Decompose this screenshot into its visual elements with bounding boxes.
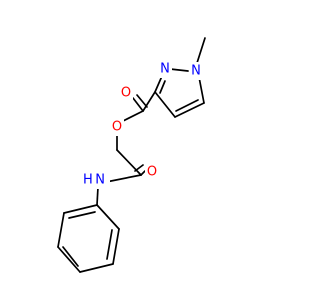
bond-n1-c5 xyxy=(198,76,205,104)
bond-ph-inner-1 xyxy=(106,229,113,260)
molecule-canvas: N N O O O H N xyxy=(57,37,206,273)
bond-ph-inner-3 xyxy=(68,211,96,219)
bond-cester-oester xyxy=(122,110,144,122)
atom-n-amide: H N xyxy=(78,171,110,189)
bond-c3-n2 xyxy=(154,75,163,93)
bond-methyl-n1 xyxy=(196,37,206,64)
bond-n1-n2 xyxy=(169,68,189,72)
bond-camide-o-double-b xyxy=(134,164,144,172)
bond-c4-c3 xyxy=(154,91,176,118)
atom-n-amide-label: H N xyxy=(83,173,105,188)
bond-cester-o-double-a xyxy=(132,97,144,112)
atom-o-ester-label: O xyxy=(112,120,122,135)
atom-labels: N N O O O H N xyxy=(78,60,203,189)
bond-ph-4 xyxy=(57,246,81,273)
bond-c3-n2-inner xyxy=(159,80,166,94)
bond-c3-cester xyxy=(142,91,156,112)
bond-ch2-camide xyxy=(116,149,142,176)
bond-camide-o-double-a xyxy=(140,170,146,176)
bond-ph-1 xyxy=(96,204,120,230)
bond-ph-inner-2 xyxy=(62,246,79,267)
bond-c5-c4-inner xyxy=(175,99,199,112)
atom-n1: N xyxy=(189,62,203,80)
atom-n2-label: N xyxy=(160,62,170,77)
structure-diagram: N N O O O H N xyxy=(57,37,206,273)
atom-o-ester: O xyxy=(110,118,124,136)
atom-o-amide: O xyxy=(145,163,159,181)
bond-c5-c4 xyxy=(174,102,205,118)
atom-o-amide-label: O xyxy=(147,165,157,180)
bond-ph-5 xyxy=(57,212,65,248)
bond-ph-3 xyxy=(79,263,114,273)
bond-ph-6 xyxy=(63,204,98,214)
bond-ph-2 xyxy=(112,228,120,265)
atom-n2: N xyxy=(158,60,172,78)
bond-camide-namide xyxy=(105,174,142,183)
atom-n1-label: N xyxy=(191,64,201,79)
bonds xyxy=(57,37,206,273)
atom-o-carbonyl-ester: O xyxy=(119,84,133,102)
bond-cester-o-double-b xyxy=(136,94,148,108)
bond-namide-cipso xyxy=(96,186,99,206)
atom-o-carbonyl-ester-label: O xyxy=(121,86,131,101)
